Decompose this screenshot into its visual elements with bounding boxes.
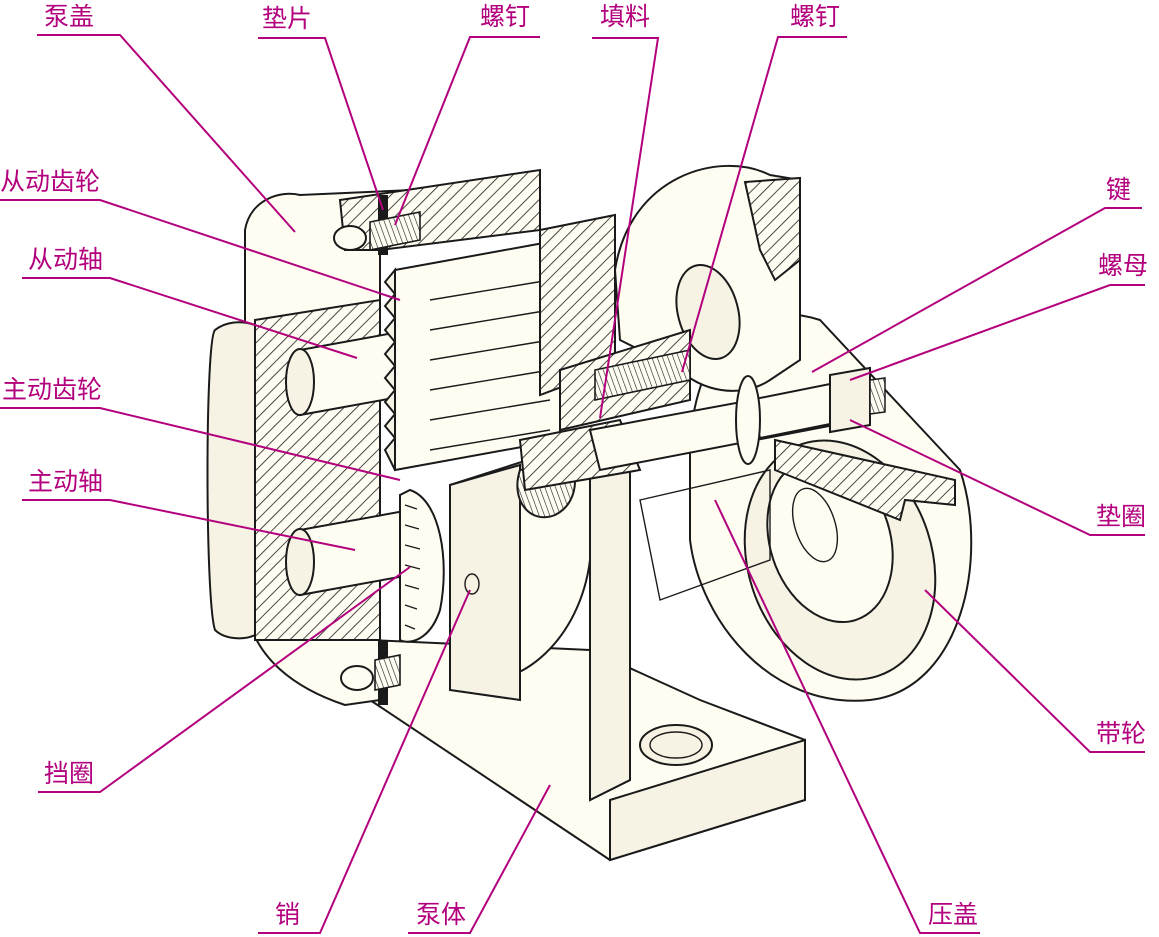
label-retaining-ring: 挡圈	[44, 759, 94, 788]
label-driven-gear: 从动齿轮	[0, 167, 100, 196]
leader-lines	[0, 34, 1145, 934]
pump-base	[369, 638, 806, 862]
label-screw-top: 螺钉	[480, 2, 530, 31]
leader-driven-gear	[0, 199, 401, 301]
leader-pump-body	[408, 784, 551, 934]
leader-nut	[849, 284, 1145, 381]
label-screw-right: 螺钉	[790, 2, 840, 31]
leader-packing	[592, 37, 660, 419]
labels: 泵盖 垫片 螺钉 填料 螺钉 从动齿轮 从动轴 主动齿轮 主动轴 键 螺母 垫圈…	[0, 2, 1148, 929]
pin-hole	[464, 573, 480, 595]
body-flange	[613, 164, 801, 392]
label-drive-gear: 主动齿轮	[2, 375, 102, 404]
leader-drive-gear	[0, 407, 401, 481]
leader-washer	[849, 419, 1145, 536]
leader-gland	[714, 499, 980, 934]
driven-gear-part	[383, 238, 561, 472]
label-gasket: 垫片	[262, 4, 312, 33]
label-washer: 垫圈	[1096, 502, 1146, 531]
label-pin: 销	[275, 900, 300, 929]
leader-pin	[258, 589, 471, 934]
leader-drive-shaft	[22, 499, 356, 551]
label-driven-shaft: 从动轴	[28, 245, 103, 274]
label-packing: 填料	[600, 2, 650, 31]
leader-key	[811, 207, 1142, 373]
label-pump-cover: 泵盖	[44, 2, 94, 31]
pump-drawing	[206, 164, 973, 862]
label-pulley: 带轮	[1096, 719, 1146, 748]
leader-pulley	[924, 589, 1145, 753]
drive-gear-part	[399, 488, 445, 643]
leader-screw-top	[394, 36, 540, 226]
pump-body-part	[449, 438, 771, 802]
leader-gasket	[258, 37, 384, 211]
label-drive-shaft: 主动轴	[28, 467, 103, 496]
leader-driven-shaft	[22, 277, 358, 359]
leader-screw-right	[681, 36, 847, 373]
leader-retaining-ring	[38, 566, 411, 793]
label-key: 键	[1106, 175, 1131, 204]
label-pump-body: 泵体	[416, 900, 466, 929]
label-nut: 螺母	[1098, 251, 1148, 280]
leader-pump-cover	[37, 34, 296, 233]
screws	[333, 211, 691, 691]
label-gland: 压盖	[928, 900, 978, 929]
drive-shaft-extension	[588, 366, 886, 472]
